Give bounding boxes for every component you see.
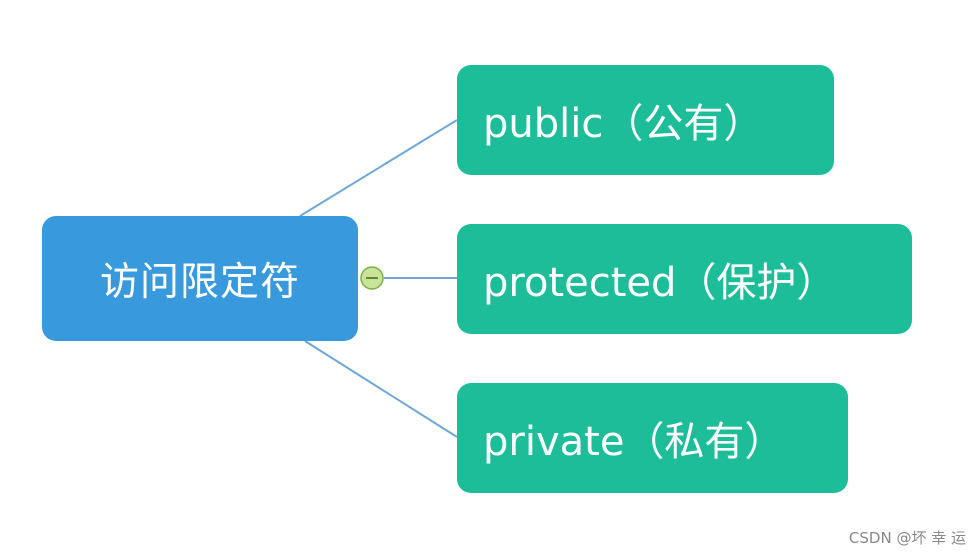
root-node-label: 访问限定符 (99, 259, 300, 305)
child-node-protected[interactable]: protected（保护） (457, 224, 912, 334)
child-node-public[interactable]: public（公有） (457, 65, 834, 175)
watermark: CSDN @坏 幸 运 (848, 529, 966, 547)
child-node-label: private（私有） (483, 419, 785, 465)
connector-public (299, 119, 458, 217)
child-node-label: protected（保护） (483, 260, 837, 306)
collapse-icon[interactable] (360, 266, 384, 290)
child-node-private[interactable]: private（私有） (457, 383, 848, 493)
connector-private (304, 340, 458, 438)
root-node[interactable]: 访问限定符 (42, 216, 358, 341)
child-node-label: public（公有） (483, 101, 764, 147)
